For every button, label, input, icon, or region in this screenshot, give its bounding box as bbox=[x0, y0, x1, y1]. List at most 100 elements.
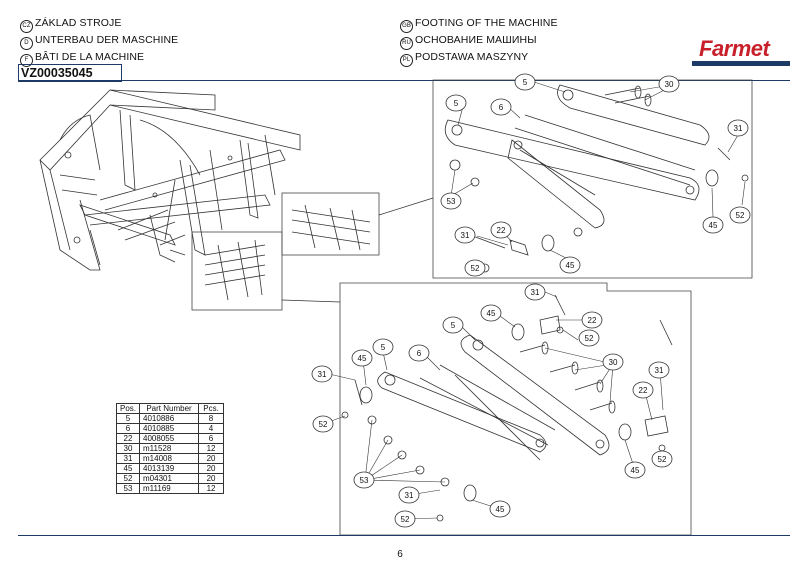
callout-label: 5 bbox=[454, 99, 459, 108]
leader-line-upper bbox=[378, 197, 434, 216]
lang-badge-gb: GB bbox=[400, 20, 413, 33]
callout-circle bbox=[353, 471, 375, 489]
callout-circle bbox=[454, 226, 476, 244]
title-gb: FOOTING OF THE MACHINE bbox=[415, 17, 558, 29]
callout-circle bbox=[559, 256, 581, 274]
callout-label: 31 bbox=[405, 491, 414, 500]
detail-view-upper bbox=[432, 79, 753, 279]
callout-label: 52 bbox=[471, 264, 480, 273]
callout-circle bbox=[658, 75, 680, 93]
logo-underline bbox=[692, 61, 790, 66]
callout-label: 52 bbox=[585, 334, 594, 343]
cell-pcs: 12 bbox=[198, 483, 225, 494]
callout-circle bbox=[480, 304, 502, 322]
page-number: 6 bbox=[397, 549, 403, 560]
callout-label: 22 bbox=[497, 226, 506, 235]
cell-pcs: 20 bbox=[198, 473, 225, 484]
callout-label: 45 bbox=[487, 309, 496, 318]
callout-circle bbox=[581, 311, 603, 329]
callout-circle bbox=[490, 98, 512, 116]
cell-pcs: 4 bbox=[198, 423, 225, 434]
cell-part: m14008 bbox=[139, 453, 200, 464]
lang-badge-ru: RU bbox=[400, 37, 413, 50]
callout-label: 31 bbox=[531, 288, 540, 297]
header-divider bbox=[18, 80, 790, 81]
callout-circle bbox=[489, 500, 511, 518]
callout-label: 5 bbox=[381, 343, 386, 352]
cell-part: m11169 bbox=[139, 483, 200, 494]
callout-label: 31 bbox=[655, 366, 664, 375]
callout-circle bbox=[464, 259, 486, 277]
callout-circle bbox=[398, 486, 420, 504]
footer-divider bbox=[18, 535, 790, 536]
column-header: Pcs. bbox=[198, 403, 225, 414]
cell-pos: 22 bbox=[115, 433, 141, 444]
lang-badge-cz: CZ bbox=[20, 20, 33, 33]
callout-circle bbox=[394, 510, 416, 528]
link-block-right bbox=[281, 192, 380, 256]
lang-badge-f: F bbox=[20, 54, 33, 67]
table-header-row: Pos. Part Number Pcs. bbox=[115, 403, 225, 414]
callout-circle bbox=[372, 338, 394, 356]
link-block-left bbox=[191, 231, 283, 311]
column-header: Part Number bbox=[139, 403, 200, 414]
cell-pos: 53 bbox=[115, 483, 141, 494]
callout-circle bbox=[632, 381, 654, 399]
title-pl: PODSTAWA MASZYNY bbox=[415, 51, 529, 63]
callout-circle bbox=[729, 206, 751, 224]
callout-circle bbox=[602, 353, 624, 371]
column-header: Pos. bbox=[115, 403, 141, 414]
callout-circle bbox=[727, 119, 749, 137]
callout-circle bbox=[651, 450, 673, 468]
farmet-logo: Farmet bbox=[699, 36, 770, 61]
callout-circle bbox=[514, 73, 536, 91]
callout-label: 22 bbox=[588, 316, 597, 325]
callout-label: 53 bbox=[360, 476, 369, 485]
callout-label: 45 bbox=[631, 466, 640, 475]
drawing-code: VZ00035045 bbox=[18, 64, 122, 82]
callout-label: 52 bbox=[658, 455, 667, 464]
callout-circle bbox=[311, 365, 333, 383]
cell-pos: 52 bbox=[115, 473, 141, 484]
callout-circle bbox=[445, 94, 467, 112]
callout-circle bbox=[442, 316, 464, 334]
title-ru: ОСНОВАНИЕ МАШИНЫ bbox=[415, 34, 537, 46]
lang-badge-d: D bbox=[20, 37, 33, 50]
callout-circle bbox=[702, 216, 724, 234]
callout-label: 45 bbox=[709, 221, 718, 230]
cell-part: 4013139 bbox=[139, 463, 200, 474]
callout-circle bbox=[578, 329, 600, 347]
callout-label: 6 bbox=[499, 103, 504, 112]
title-cz: ZÁKLAD STROJE bbox=[35, 17, 122, 29]
cell-part: m11528 bbox=[139, 443, 200, 454]
cell-pcs: 20 bbox=[198, 463, 225, 474]
cell-pcs: 8 bbox=[198, 413, 225, 424]
callout-labels: 5 5 6 30 31 52 45 53 31 22 45 52 31 45 2… bbox=[318, 78, 745, 524]
callout-circle bbox=[408, 344, 430, 362]
title-d: UNTERBAU DER MASCHINE bbox=[35, 34, 179, 46]
cell-pcs: 6 bbox=[198, 433, 225, 444]
cell-pos: 31 bbox=[115, 453, 141, 464]
callout-label: 22 bbox=[639, 386, 648, 395]
cell-pcs: 12 bbox=[198, 443, 225, 454]
machine-frame bbox=[39, 89, 301, 271]
cell-part: m04301 bbox=[139, 473, 200, 484]
cell-part: 4008055 bbox=[139, 433, 200, 444]
callouts-upper bbox=[311, 73, 751, 528]
callout-circle bbox=[440, 192, 462, 210]
callout-label: 45 bbox=[566, 261, 575, 270]
